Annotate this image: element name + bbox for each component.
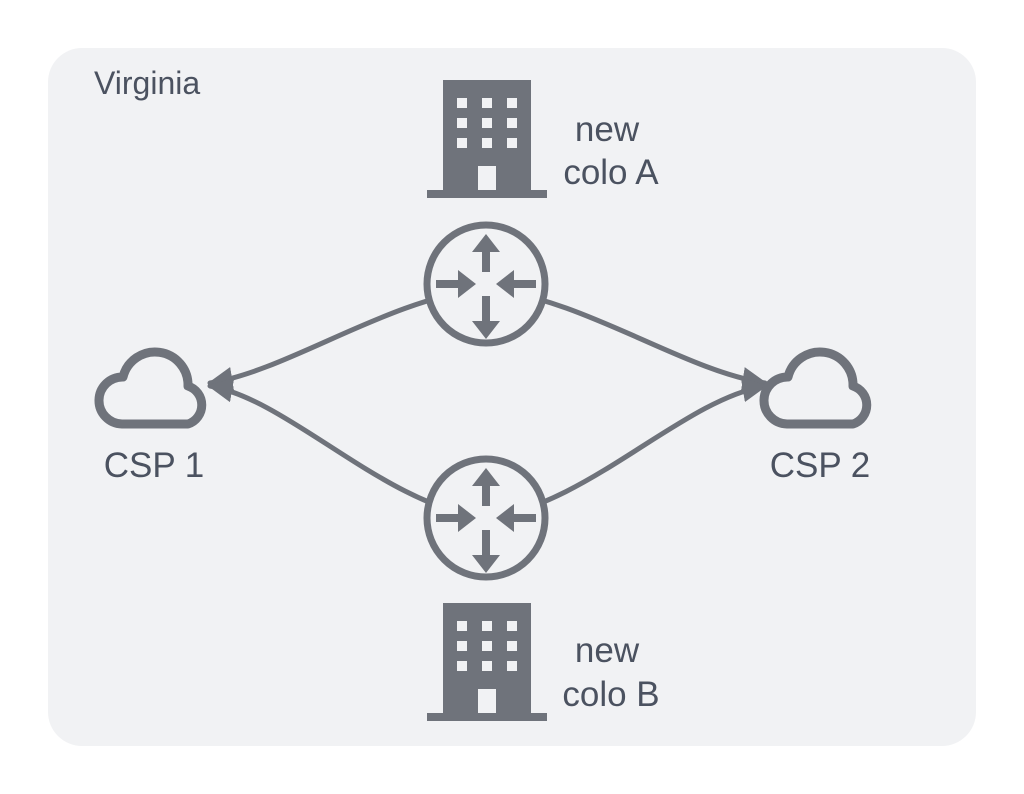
building-icon: [427, 80, 547, 198]
router-icon: [423, 455, 549, 581]
colo-a-label-line2: colo A: [563, 153, 659, 192]
cloud-icon: [94, 347, 207, 429]
csp1-label: CSP 1: [104, 446, 205, 485]
colo-b-label-line2: colo B: [562, 675, 659, 714]
cloud-icon: [759, 347, 872, 429]
region-box: [48, 48, 976, 746]
colo-b-label-line1: new: [575, 631, 640, 670]
csp2-label: CSP 2: [770, 446, 871, 485]
colo-a-label-line1: new: [575, 110, 640, 149]
region-label: Virginia: [94, 65, 200, 101]
building-icon: [427, 603, 547, 721]
router-icon: [423, 221, 549, 347]
